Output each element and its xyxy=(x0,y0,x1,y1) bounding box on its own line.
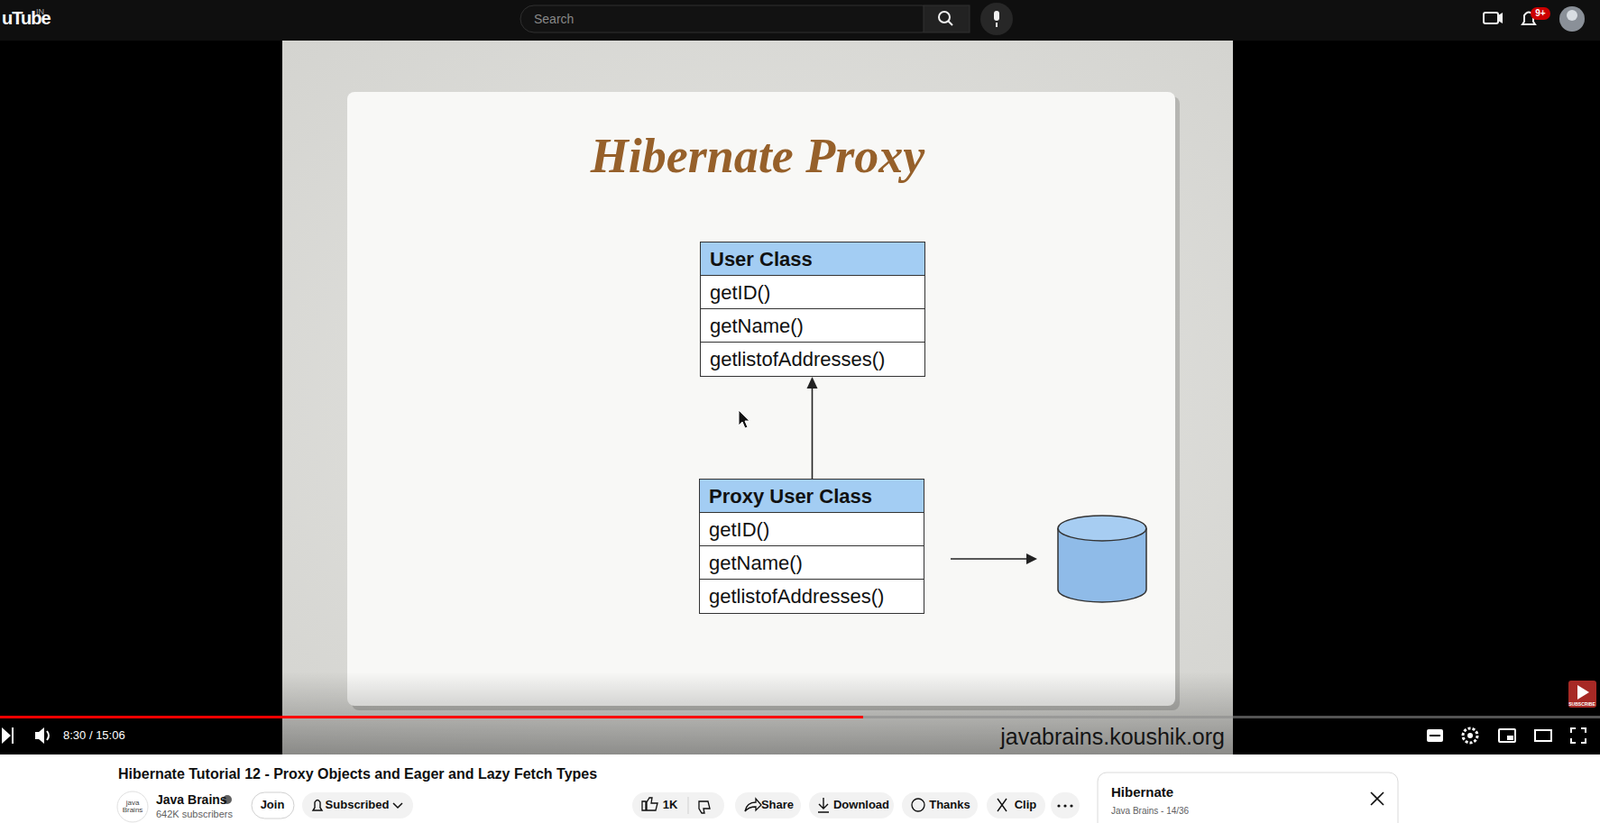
search-box xyxy=(520,5,936,33)
method-row: getlistofAddresses() xyxy=(699,579,924,614)
settings-icon xyxy=(1462,728,1478,744)
create-icon xyxy=(1498,12,1503,24)
db-arrow xyxy=(1026,553,1038,565)
join-button xyxy=(251,792,295,819)
user-avatar xyxy=(1559,6,1585,32)
video-fade xyxy=(0,671,1600,755)
progress-track xyxy=(0,716,1600,719)
subscribed-button xyxy=(302,792,414,819)
bell-small xyxy=(312,800,322,812)
notification-count: 9+ xyxy=(1535,8,1545,19)
mic-icon xyxy=(993,10,1000,21)
arrow-line xyxy=(811,388,814,479)
more-dot xyxy=(1063,804,1067,808)
search-button xyxy=(923,5,970,33)
more-dot xyxy=(1069,804,1073,808)
like-count: 1K xyxy=(662,798,679,813)
clip-button xyxy=(986,792,1046,819)
volume-icon xyxy=(35,727,45,745)
class-box: User ClassgetID()getName()getlistofAddre… xyxy=(699,241,926,378)
playlist-position: Java Brains - 14/36 xyxy=(1111,806,1189,818)
search-placeholder: Search xyxy=(533,11,574,28)
method-row: getID() xyxy=(700,275,925,310)
like-divider xyxy=(688,797,690,815)
arrow-head xyxy=(807,377,819,389)
download-icon xyxy=(818,798,829,813)
button-label: Download xyxy=(833,798,890,813)
next-icon xyxy=(1,727,11,745)
channel-name: Java Brains xyxy=(156,792,228,809)
database-cylinder xyxy=(1057,515,1147,542)
close-icon xyxy=(1370,792,1384,806)
region-code: IN xyxy=(36,7,45,18)
proxy-class-box: Proxy User ClassgetID()getName()getlisto… xyxy=(698,478,925,615)
miniplayer-icon xyxy=(1498,729,1516,743)
share-button xyxy=(735,792,801,819)
class-name: User Class xyxy=(700,242,925,276)
time-display: 8:30 / 15:06 xyxy=(63,728,126,744)
avatar-text: java Brains xyxy=(119,800,146,816)
watermark: javabrains.koushik.org xyxy=(1000,723,1225,751)
video-title: Hibernate Tutorial 12 - Proxy Objects an… xyxy=(118,765,598,783)
channel-avatar xyxy=(117,791,148,823)
thumb-down xyxy=(698,801,710,814)
subscriber-count: 642K subscribers xyxy=(156,809,233,821)
theater-icon xyxy=(1535,730,1552,742)
search-icon xyxy=(947,20,953,26)
miniplayer-icon xyxy=(1507,735,1514,741)
chevron xyxy=(393,803,403,809)
share-icon xyxy=(744,799,762,812)
video-area xyxy=(0,40,1600,755)
subscribe-watermark xyxy=(1577,685,1590,700)
fullscreen-icon xyxy=(1571,728,1586,744)
button-label: Subscribed xyxy=(325,798,390,813)
method-row: getlistofAddresses() xyxy=(700,342,925,377)
mic-button xyxy=(980,2,1013,36)
button-label: Thanks xyxy=(928,798,971,813)
subscribe-text: SUBSCRIBE xyxy=(1568,701,1595,708)
like-button xyxy=(632,792,725,819)
slide-title: Hibernate Proxy xyxy=(590,127,925,186)
progress-played xyxy=(0,716,864,719)
playlist-title: Hibernate xyxy=(1111,784,1174,801)
subtitles-icon xyxy=(1429,735,1441,737)
button-label: Clip xyxy=(1014,798,1038,813)
playlist-panel xyxy=(1097,772,1398,823)
notification-badge xyxy=(1530,7,1551,20)
create-icon xyxy=(1483,12,1499,24)
thanks-button xyxy=(901,792,978,819)
mouse-cursor xyxy=(738,410,750,429)
next-icon xyxy=(11,727,14,745)
volume-icon xyxy=(46,731,49,741)
subscribe-watermark xyxy=(1568,680,1597,709)
slide-background xyxy=(282,40,1233,755)
mic-icon xyxy=(995,22,998,28)
button-label: Share xyxy=(761,798,794,813)
download-button xyxy=(809,792,894,819)
thanks-icon xyxy=(911,799,925,812)
db-arrow xyxy=(950,558,1029,561)
class-name: Proxy User Class xyxy=(699,479,924,514)
subtitles-icon xyxy=(1426,729,1444,743)
method-row: getName() xyxy=(700,309,925,343)
top-bar xyxy=(0,0,1600,41)
method-row: getName() xyxy=(699,546,924,580)
settings-icon xyxy=(1467,733,1473,739)
slide-card xyxy=(347,91,1176,707)
more-button xyxy=(1050,792,1080,819)
thumb-up xyxy=(642,798,658,811)
method-row: getID() xyxy=(699,513,924,547)
user-avatar xyxy=(1566,9,1578,21)
inheritance-arrow xyxy=(807,377,819,479)
button-label: Join xyxy=(260,798,286,813)
more-dot xyxy=(1057,804,1060,808)
clip-icon xyxy=(997,799,1007,812)
